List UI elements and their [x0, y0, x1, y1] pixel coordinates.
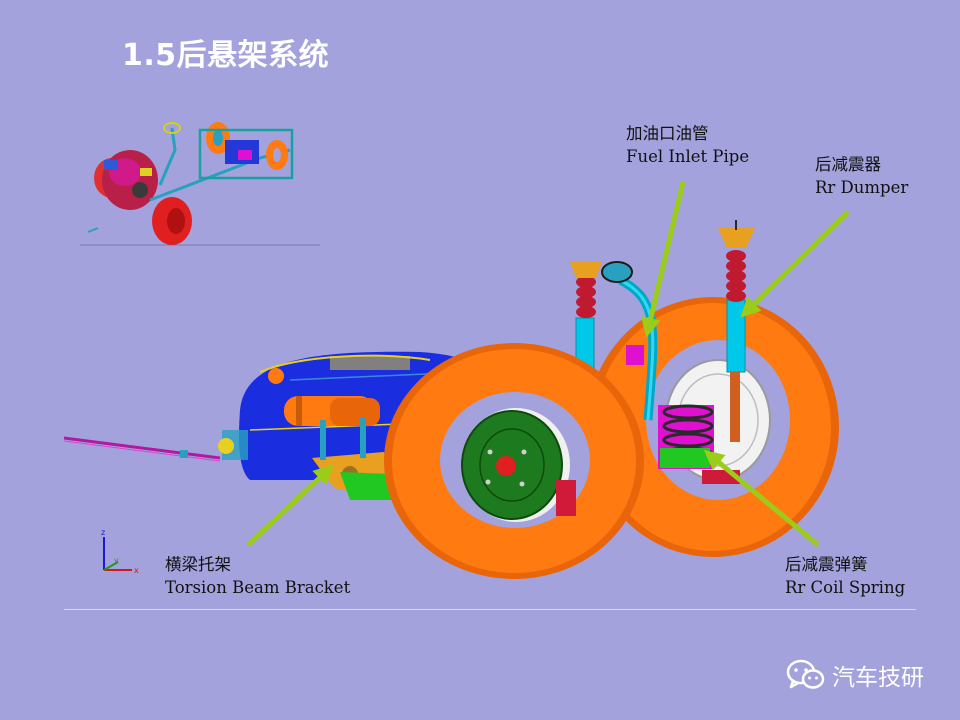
- rear-suspension-model: [63, 220, 839, 579]
- label-rr-damper: 后减震器 Rr Dumper: [815, 153, 908, 199]
- rear-wheel-near: [384, 343, 644, 579]
- label-torsion-beam-bracket-cn: 横梁托架: [165, 555, 231, 574]
- label-torsion-beam-bracket-en: Torsion Beam Bracket: [165, 578, 351, 597]
- label-fuel-inlet-pipe: 加油口油管 Fuel Inlet Pipe: [626, 122, 749, 168]
- callout-arrows: [246, 181, 850, 547]
- wechat-icon: [786, 659, 825, 689]
- arrow-rr-coil-spring: [703, 449, 820, 547]
- arrow-torsion-beam-bracket: [246, 464, 334, 547]
- label-rr-damper-en: Rr Dumper: [815, 178, 909, 197]
- bottom-divider: [64, 609, 916, 610]
- axis-y-label: y: [114, 556, 119, 565]
- label-fuel-inlet-pipe-cn: 加油口油管: [626, 124, 709, 143]
- arrow-fuel-inlet-pipe: [641, 181, 686, 338]
- slide-title: 1.5后悬架系统: [122, 38, 330, 73]
- highlight-box: [198, 128, 294, 180]
- axis-x-label: x: [134, 566, 139, 575]
- label-fuel-inlet-pipe-en: Fuel Inlet Pipe: [626, 147, 750, 166]
- label-rr-coil-spring: 后减震弹簧 Rr Coil Spring: [785, 553, 905, 599]
- rear-damper-right: [718, 220, 755, 442]
- arrow-rr-damper: [740, 210, 850, 318]
- axis-triad: z y x: [101, 528, 139, 575]
- label-torsion-beam-bracket: 横梁托架 Torsion Beam Bracket: [165, 553, 350, 599]
- label-rr-damper-cn: 后减震器: [815, 155, 881, 174]
- axis-z-label: z: [101, 528, 105, 537]
- label-rr-coil-spring-cn: 后减震弹簧: [785, 555, 868, 574]
- coil-spring-assembly: [658, 404, 740, 484]
- footer-brand: 汽车技研: [786, 658, 924, 692]
- overview-thumbnail: [80, 122, 320, 246]
- footer-brand-text: 汽车技研: [832, 665, 924, 691]
- label-rr-coil-spring-en: Rr Coil Spring: [785, 578, 906, 597]
